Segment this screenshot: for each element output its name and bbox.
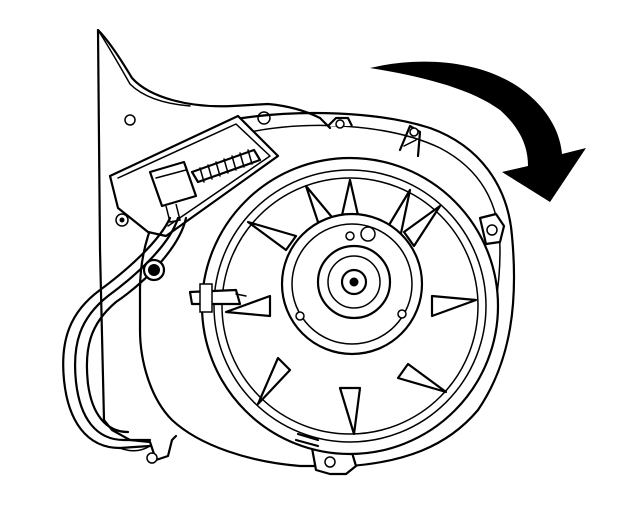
hub-hole-right: [397, 309, 407, 319]
plate-screw-hole-left: [124, 114, 136, 126]
hub-hole-top: [360, 226, 376, 242]
plate-screw-hole-bottom: [146, 452, 158, 464]
hub-hole-left: [295, 311, 305, 321]
blower-wheel: [200, 156, 500, 456]
housing-top-right-bracket: [398, 124, 422, 158]
housing-boss: [142, 258, 166, 282]
wheel-inner-ring: [213, 169, 487, 443]
resistor-coil: [190, 148, 262, 184]
motor-shaft: [349, 277, 359, 287]
housing-top-tab: [327, 116, 353, 129]
mounting-plate-inner-edge: [97, 29, 191, 107]
electrical-connector: [148, 160, 198, 223]
motor-housing-ring: [291, 223, 413, 345]
rotation-arrow: [370, 61, 586, 203]
blower-housing-outer: [138, 111, 516, 468]
housing-right-tab: [478, 212, 506, 246]
motor-lead-wire: [294, 432, 320, 448]
motor-wire-clip: [188, 283, 247, 313]
plate-screw-hole-right: [257, 111, 271, 125]
wheel-inner-ring-2: [221, 177, 479, 435]
hub-hole-top-small: [345, 231, 355, 241]
wire-harness: [62, 216, 188, 452]
motor-hub-inner: [327, 255, 381, 309]
